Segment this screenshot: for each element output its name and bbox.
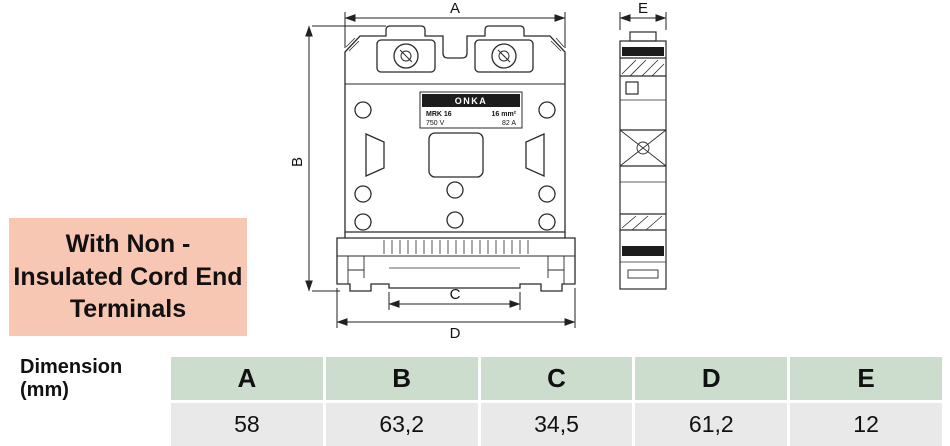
table-header-dimension-line2: (mm) xyxy=(20,378,69,401)
table-value-b: 63,2 xyxy=(325,403,478,446)
voltage-text: 750 V xyxy=(426,120,445,127)
table-value-c: 34,5 xyxy=(480,403,633,446)
current-text: 82 A xyxy=(502,120,516,127)
dim-c-label: C xyxy=(450,286,461,303)
funnel-left xyxy=(365,132,385,178)
technical-drawing: ONKA MRK 16 16 mm² 750 V 82 A xyxy=(289,0,667,342)
dimension-table: Dimension (mm) A B C D E 58 63,2 34,5 61… xyxy=(8,355,942,446)
cross-section-text: 16 mm² xyxy=(491,111,516,118)
callout-line-3: Terminals xyxy=(69,295,187,324)
screw-left-icon xyxy=(393,43,419,69)
table-header-col-b: B xyxy=(325,357,478,400)
model-text: MRK 16 xyxy=(426,111,452,118)
body-outline xyxy=(344,25,566,233)
callout-line-1: With Non - xyxy=(65,230,191,259)
table-header-dimension: Dimension (mm) xyxy=(8,355,168,401)
clamp-window-left xyxy=(376,39,436,73)
mounting-foot xyxy=(336,232,576,292)
dimension-e: E xyxy=(619,0,667,30)
product-label: ONKA MRK 16 16 mm² 750 V 82 A xyxy=(419,91,523,129)
dimension-c: C xyxy=(388,286,521,310)
table-header-col-c: C xyxy=(480,357,633,400)
clamp-window-right xyxy=(474,39,534,73)
brand-text: ONKA xyxy=(455,96,488,106)
table-header-dimension-line1: Dimension xyxy=(20,355,123,378)
body-circles xyxy=(354,101,556,231)
table-value-e: 12 xyxy=(790,403,942,446)
table-header-col-a: A xyxy=(171,357,323,400)
front-view: ONKA MRK 16 16 mm² 750 V 82 A xyxy=(336,25,576,292)
product-type-callout: With Non - Insulated Cord End Terminals xyxy=(9,218,247,336)
table-header-col-e: E xyxy=(790,357,942,400)
table-value-d: 61,2 xyxy=(635,403,788,446)
center-opening xyxy=(428,132,484,178)
dim-e-label: E xyxy=(638,0,648,17)
dim-d-label: D xyxy=(450,325,461,342)
dimension-b: B xyxy=(289,25,386,292)
table-header-col-d: D xyxy=(635,357,788,400)
screw-right-icon xyxy=(491,43,517,69)
funnel-right xyxy=(525,132,545,178)
dim-b-label: B xyxy=(289,157,306,167)
dimension-a: A xyxy=(344,0,566,48)
side-view xyxy=(619,31,667,290)
dim-a-label: A xyxy=(450,0,460,17)
table-cell-empty xyxy=(8,403,168,446)
callout-line-2: Insulated Cord End xyxy=(13,262,243,291)
table-value-a: 58 xyxy=(171,403,323,446)
dimension-d: D xyxy=(336,288,576,342)
